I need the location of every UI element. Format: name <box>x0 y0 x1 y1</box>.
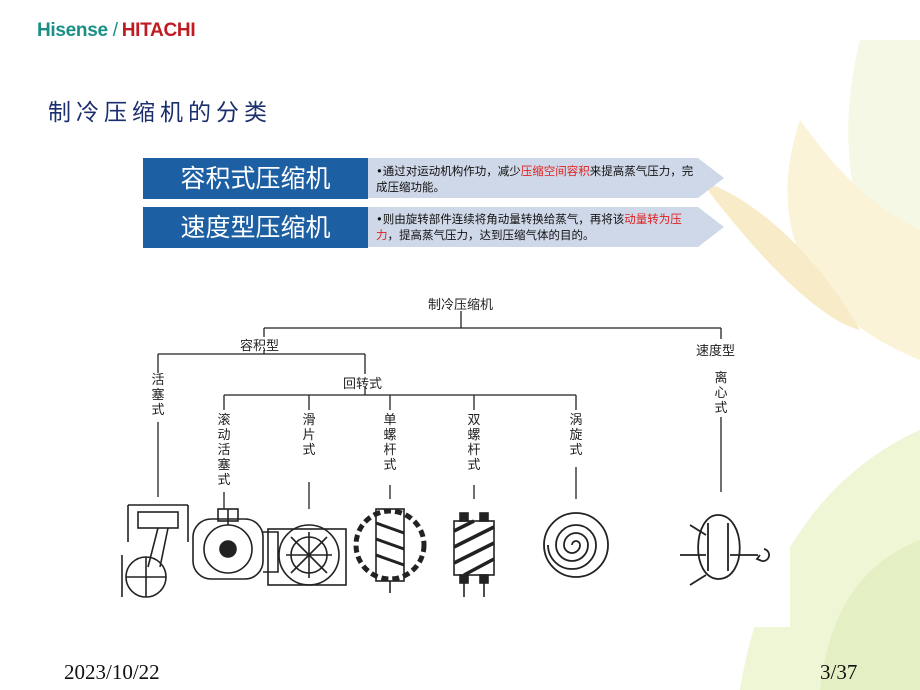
desc-text: •则由旋转部件连续将角动量转换给蒸气，再将该 <box>376 212 625 226</box>
diagram-speed-label: 速度型 <box>696 344 736 359</box>
category-arrow-positive <box>368 158 724 198</box>
desc-text: •通过对运动机构作功，减少 <box>376 164 521 178</box>
vane-compressor-drawing <box>267 524 347 586</box>
leaf-label-rolling-piston: 滚动活塞式 <box>217 413 231 488</box>
leaf-label-centrifugal: 离心式 <box>714 371 728 416</box>
leaf-label-single-screw: 单螺杆式 <box>383 413 397 473</box>
category-desc-positive: •通过对运动机构作功，减少压缩空间容积来提高蒸气压力，完成压缩功能。 <box>376 163 696 195</box>
desc-text: ，提高蒸气压力，达到压缩气体的目的。 <box>387 228 595 242</box>
brand-separator: / <box>112 20 118 41</box>
rolling-piston-drawing <box>192 508 279 580</box>
diagram-rotary-label: 回转式 <box>343 377 383 392</box>
desc-highlight: 压缩空间容积 <box>520 164 590 178</box>
footer-date: 2023/10/22 <box>64 660 160 684</box>
piston-compressor-drawing <box>121 504 189 598</box>
brand-hisense: Hisense <box>37 20 108 41</box>
leaf-label-twin-screw: 双螺杆式 <box>467 413 481 473</box>
desc-highlight: 动量转为压力 <box>376 212 682 242</box>
category-arrow-speed <box>368 207 724 247</box>
classification-diagram: 制冷压缩机 容积型 回转式 速度型 活塞式 滚动活塞式 滑片式 单螺杆式 双螺杆… <box>118 287 790 627</box>
leaf-label-piston: 活塞式 <box>151 373 165 418</box>
desc-text: 来提高蒸气压力，完成压缩功能。 <box>376 164 694 194</box>
leaf-label-vane: 滑片式 <box>302 413 316 458</box>
diagram-lines <box>121 311 770 598</box>
leaf-label-scroll: 涡旋式 <box>569 413 583 458</box>
category-desc-speed: •则由旋转部件连续将角动量转换给蒸气，再将该动量转为压力，提高蒸气压力，达到压缩… <box>376 211 696 243</box>
scroll-compressor-drawing <box>543 512 609 578</box>
centrifugal-compressor-drawing <box>680 514 770 586</box>
slide-title: 制冷压缩机的分类 <box>48 100 272 126</box>
category-box-positive: 容积式压缩机 <box>143 158 368 199</box>
footer-page-number: 3/37 <box>820 660 858 684</box>
diagram-positive-label: 容积型 <box>240 339 280 354</box>
brand-hitachi: HITACHI <box>121 20 196 41</box>
category-box-speed: 速度型压缩机 <box>143 207 368 248</box>
diagram-root-label: 制冷压缩机 <box>428 298 494 313</box>
brand-logo: Hisense/HITACHI <box>37 20 196 42</box>
single-screw-drawing <box>353 508 427 593</box>
twin-screw-drawing <box>453 512 495 597</box>
